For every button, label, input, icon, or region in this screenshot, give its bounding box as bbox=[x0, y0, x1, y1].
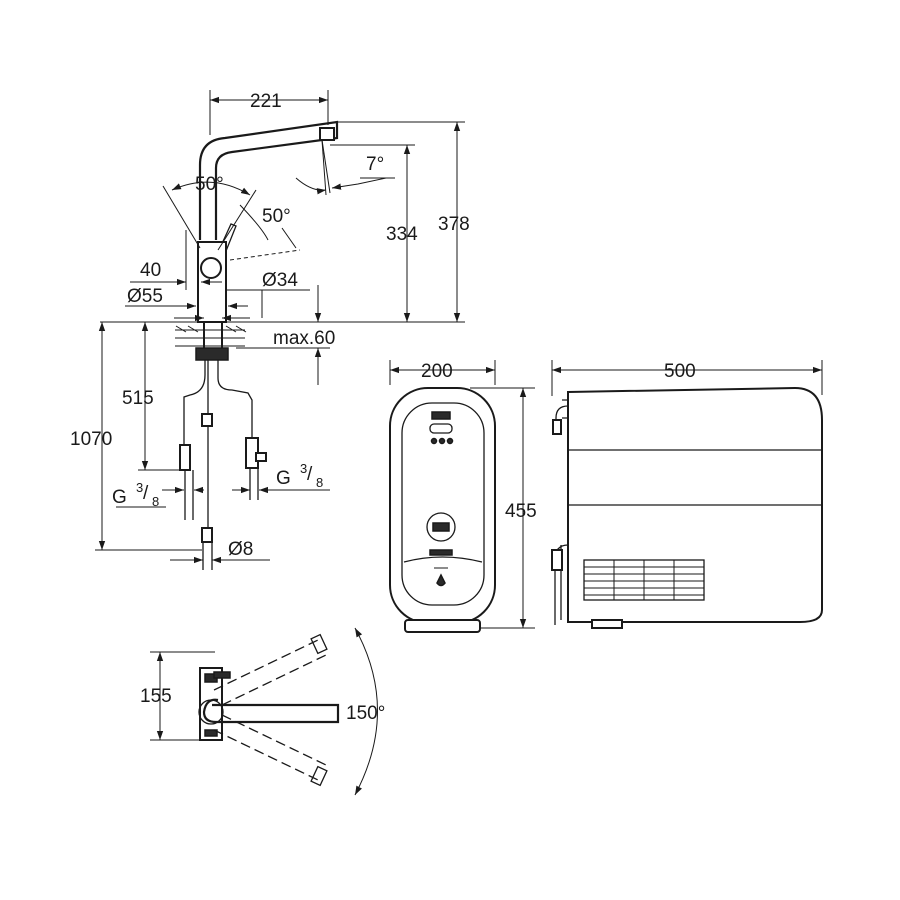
top-view-spout bbox=[202, 698, 340, 724]
dim-pipe-diameter: Ø8 bbox=[228, 539, 253, 560]
dim-spout-tilt: 7° bbox=[366, 154, 384, 175]
dim-max-deck: max.60 bbox=[273, 328, 335, 349]
dim-outlet-height: 334 bbox=[386, 224, 418, 245]
svg-text:3: 3 bbox=[300, 461, 307, 476]
dim-lever-angle-a: 50° bbox=[195, 174, 224, 195]
svg-text:8: 8 bbox=[152, 494, 159, 509]
dim-unit-height: 455 bbox=[505, 501, 537, 522]
thread-left-label: G bbox=[112, 487, 127, 508]
dim-hose-long: 1070 bbox=[70, 429, 112, 450]
svg-text:3: 3 bbox=[136, 480, 143, 495]
hose-right bbox=[217, 360, 253, 445]
faucet-side-view: 221 50° 50° 7° 334 378 40 Ø55 bbox=[70, 90, 470, 570]
thread-right-label: G bbox=[276, 468, 291, 489]
hose-fitting-left bbox=[179, 444, 191, 471]
unit-side-view: 500 bbox=[551, 360, 823, 629]
dim-base-diameter: Ø55 bbox=[127, 286, 163, 307]
dim-top-view-depth: 155 bbox=[140, 686, 172, 707]
dim-spout-reach: 221 bbox=[250, 91, 282, 112]
spout-outlet bbox=[319, 127, 335, 141]
lever-hub bbox=[200, 257, 222, 279]
svg-text:/: / bbox=[143, 483, 149, 504]
faucet-top-view: 150° 155 bbox=[140, 627, 385, 796]
mounting-nut bbox=[195, 347, 229, 361]
svg-text:8: 8 bbox=[316, 475, 323, 490]
control-knob bbox=[426, 512, 456, 542]
dim-lever-angle-b: 50° bbox=[262, 206, 291, 227]
unit-front-view: 200 455 bbox=[389, 360, 537, 633]
dim-lever-offset: 40 bbox=[140, 260, 161, 281]
dim-hose-short: 515 bbox=[122, 388, 154, 409]
faucet-spout bbox=[198, 120, 339, 240]
dim-unit-width: 200 bbox=[421, 361, 453, 382]
dim-unit-depth: 500 bbox=[664, 361, 696, 382]
unit-housing bbox=[389, 387, 496, 624]
indicator-top bbox=[431, 411, 451, 420]
dim-swivel-angle: 150° bbox=[346, 703, 385, 724]
dim-hole-diameter: Ø34 bbox=[262, 270, 298, 291]
svg-text:/: / bbox=[307, 464, 313, 485]
dim-total-height: 378 bbox=[438, 214, 470, 235]
hose-left bbox=[183, 360, 206, 450]
